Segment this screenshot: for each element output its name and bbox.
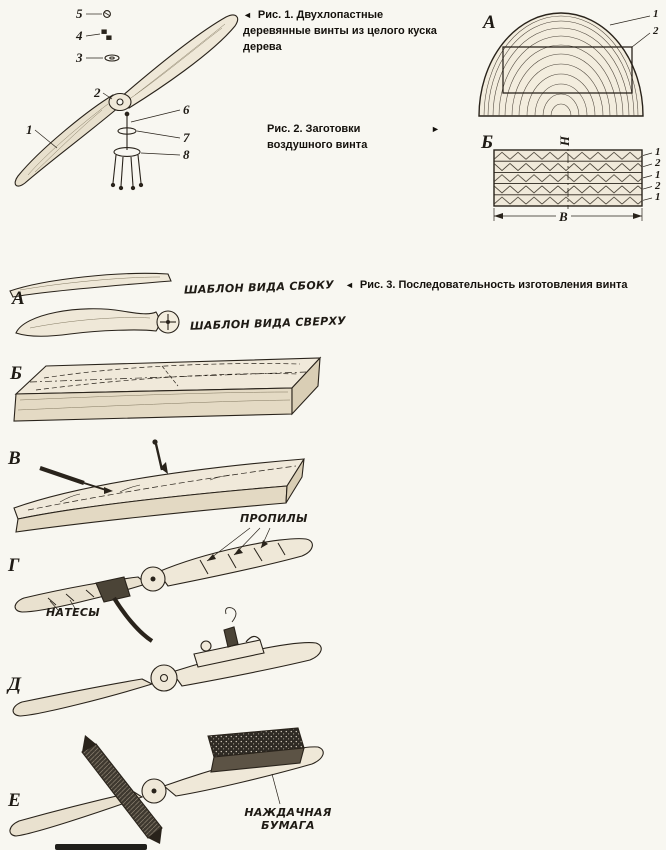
natesy-leaders <box>49 599 77 611</box>
sandpaper-leader <box>271 773 281 805</box>
fig1-callout-5: 5 <box>76 6 83 21</box>
fig3-step-a-drawing <box>9 272 180 337</box>
fig1-callout-1: 1 <box>26 122 33 137</box>
fig2a-leader-lines <box>609 15 651 48</box>
fig2-layer-callout-0: 1 <box>655 146 661 158</box>
nuts-icon <box>101 29 112 40</box>
shaft-and-mount <box>110 111 144 191</box>
fig3-step-b-letter: Б <box>10 363 23 384</box>
fig3-caption-marker-icon: ◄ <box>345 280 354 290</box>
sandpaper-label: НАЖДАЧНАЯ БУМАГА <box>244 806 332 833</box>
saw-cuts <box>199 542 286 575</box>
fig2-layer-callout-4: 1 <box>655 191 661 203</box>
fig3-step-d-drawing <box>12 607 322 717</box>
fig1-caption: ◄Рис. 1. Двухлопастные деревянные винты … <box>243 8 439 56</box>
fig2-log-callout-1: 1 <box>653 8 659 20</box>
fig2-caption-marker-icon: ► <box>431 124 440 134</box>
fig1-callout-2: 2 <box>94 85 101 100</box>
side-view-template <box>9 272 172 298</box>
fig3-step-g-letter: Г <box>8 555 20 576</box>
fig3-step-a-letter: А <box>12 288 25 309</box>
blank-outline-rect <box>502 46 633 94</box>
fig2-log-callout-2: 2 <box>653 25 659 37</box>
fig3-step-e-drawing <box>9 727 324 844</box>
fig1-propeller-drawing <box>14 10 239 191</box>
fig3-step-b-drawing <box>13 356 322 422</box>
fig3-caption: ◄ Рис. 3. Последовательность изготовления… <box>345 278 665 294</box>
fig2-height-dim-label: Н <box>557 132 574 150</box>
fig2-layer-callout-2: 1 <box>655 169 661 181</box>
fig1-callout-4: 4 <box>76 28 83 43</box>
sandpaper-icon <box>207 727 305 773</box>
fig2-log-letter: А <box>483 12 496 33</box>
fig3-step-v-letter: В <box>8 448 21 469</box>
file-icon <box>81 735 163 844</box>
scan-artifact <box>55 844 147 850</box>
fig2-width-dim-label: В <box>556 209 571 225</box>
fig3-step-e-letter: Е <box>8 790 21 811</box>
saw-cuts-label: ПРОПИЛЫ <box>240 512 308 525</box>
fig1-callout-8: 8 <box>183 147 190 162</box>
fig1-callout-3: 3 <box>76 50 83 65</box>
fig2-caption-text: Рис. 2. Заготовки воздушного винта <box>267 123 368 151</box>
fig1-caption-marker-icon: ◄ <box>243 10 252 20</box>
screw-icon <box>103 10 111 18</box>
washer-icon <box>104 54 120 62</box>
fig1-leader-lines <box>34 13 181 156</box>
chisel-icon <box>39 466 113 494</box>
hatchet-icon <box>95 576 154 643</box>
fig2-blank-drawing <box>493 137 653 221</box>
fig2-layer-callout-3: 2 <box>655 180 661 192</box>
top-view-template <box>15 308 180 337</box>
hewn-marks-label: НАТЕСЫ <box>46 606 101 619</box>
fig1-callout-6: 6 <box>183 102 190 117</box>
fig3-caption-text: Рис. 3. Последовательность изготовления … <box>359 279 628 291</box>
fig2b-leader-lines <box>642 152 653 201</box>
fig2-layer-callout-1: 2 <box>655 157 661 169</box>
fig2-log-drawing <box>478 12 651 117</box>
propily-leaders <box>206 527 271 562</box>
fig3-step-v-drawing <box>13 439 306 533</box>
awl-icon <box>152 439 168 474</box>
fig1-caption-text: Рис. 1. Двухлопастные деревянные винты и… <box>243 9 437 53</box>
fig2-caption: Рис. 2. Заготовки воздушного винта <box>267 122 427 154</box>
fig3-step-g-drawing <box>14 527 313 643</box>
fig1-callout-7: 7 <box>183 130 190 145</box>
hand-plane-icon <box>193 607 265 668</box>
hewn-marks <box>47 589 95 606</box>
fig2-blank-letter: Б <box>481 132 494 153</box>
fig3-step-d-letter: Д <box>8 674 21 695</box>
